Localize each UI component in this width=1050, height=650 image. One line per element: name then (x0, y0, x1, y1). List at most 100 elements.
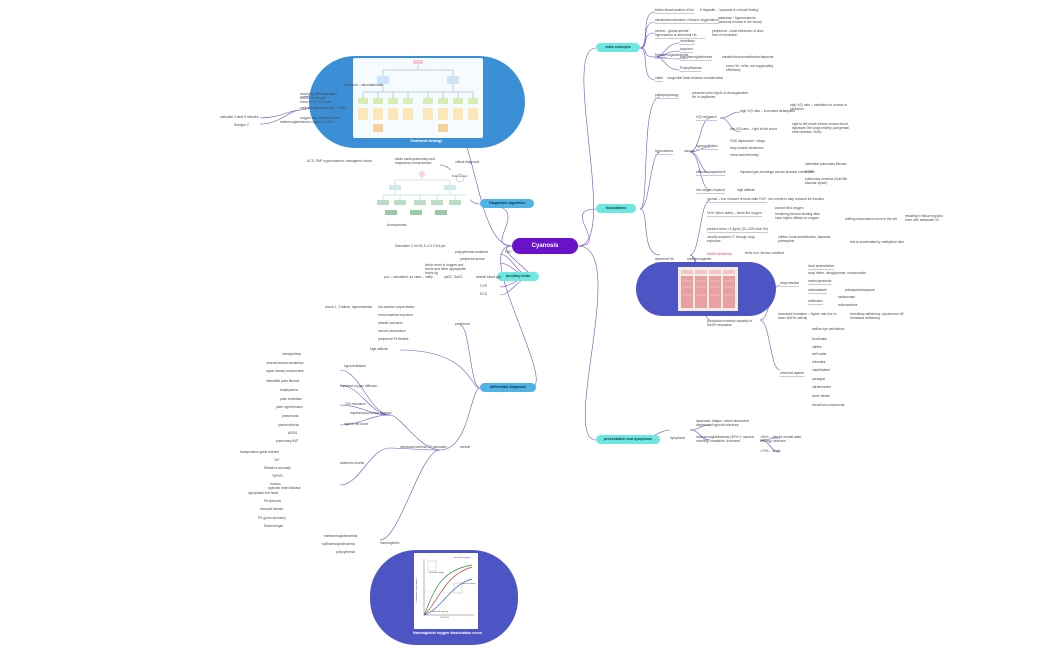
algorithm-drawing (377, 171, 465, 215)
methb-table-drawing (681, 270, 735, 308)
f-drug-d1: primaquine/dapsone (845, 288, 875, 292)
mc-l3: classification/location of tissue oxygen… (655, 18, 718, 25)
topic-differential-diagnosis[interactable]: differential diagnosis (480, 383, 536, 392)
f-m12: NADH deficiency (707, 252, 732, 256)
mc-l12: Polycythaemia (680, 66, 702, 73)
diagnostic-acs: ACS, PAP, hypovolaemia, cardiogenic shoc… (307, 159, 372, 163)
ancillary-cxr: CXR (480, 284, 487, 288)
diff-hypoventilation: hypoventilation (344, 364, 366, 368)
f-ch1: aniline dye derivatives (812, 327, 845, 331)
ancillary-fbc: FBC (505, 250, 512, 254)
f-ch7: paraquat (812, 377, 826, 381)
topic-diagnostic-algorithm[interactable]: Diagnostic algorithm (480, 199, 534, 208)
diff-anatomic: anatomic shunts (340, 461, 365, 465)
ancillary-pco: pco – calculated, so cane – notify (384, 275, 433, 279)
ancillary-saturation: Saturation 2:4:6 81.5–4 6 9 8.5 ptc (395, 244, 446, 248)
mc-l4: galactose / hyperoxaemia (absolute exces… (718, 16, 762, 24)
topic-presentation[interactable]: presentation and symptoms (596, 435, 660, 444)
treatment-strategy-title: Treatment strategy (410, 139, 443, 143)
f-d4: pulmonary oedema (fluid fills alveolar s… (805, 177, 847, 185)
f-m11: this is accelerated by methylene blue (850, 240, 905, 244)
p-s1: dyspnoea, fatigue, mixed discomfort depr… (696, 419, 749, 427)
p-s2: methaemoglobinaemia (30%+): nausea, vomi… (696, 435, 755, 443)
f-m7: resulting in tissue hypoxia even with ad… (905, 214, 943, 222)
f-hypoxaemia: hypoxaemia (655, 149, 673, 156)
f-lo1: high altitude (737, 188, 755, 192)
mc-l14: infant (655, 76, 664, 83)
ancillary-smear: peripheral smear (460, 257, 485, 261)
treatment-exposure: Exposure – decontaminate (344, 83, 384, 87)
f-diff: diffusion impairment (696, 170, 726, 177)
diff-d1: interstitial pulm fibrosis (266, 379, 300, 383)
topic-main-concepts[interactable]: main concepts (596, 43, 640, 52)
diff-g10: Eisenmenger (264, 524, 284, 528)
f-drug-f1: hereditary deficiency, cytochrome b5 red… (850, 312, 904, 320)
f-m14: production exceeds capacity of NADH redu… (707, 319, 753, 327)
hb-axis-x: PO2 (kPa) (440, 617, 450, 619)
hb-curve-title: Haemoglobin oxygen dissociation curve (413, 631, 482, 635)
algorithm-caption: Acrocyanosis (387, 223, 407, 227)
f-m8: present when >1.5g/dL (10–15% total Hb) (707, 227, 769, 234)
diff-g7: PA stenosis (264, 499, 281, 503)
diff-p4: arterial occlusion (378, 321, 403, 325)
mc-l13: more Hb / cells; not oxygenating effecti… (726, 64, 774, 72)
diff-g2: ToF (274, 458, 280, 462)
central-topic[interactable]: Cyanosis (512, 238, 578, 254)
diff-p1: low cardiac output states (378, 305, 415, 309)
f-ch2: food/water (812, 337, 828, 341)
f-low-o2: low oxygen inspired (696, 188, 725, 195)
f-ch5: chlorates (812, 360, 826, 364)
diff-g1: transposition great arteries (240, 450, 280, 454)
mc-l6: peripheral – local extraction of slow fl… (712, 29, 764, 37)
f-m10: nitrites, local anaesthetics, dapsone, p… (778, 235, 832, 243)
f-hypovent: hypoventilation (696, 144, 718, 151)
f-d2: interstitial pulmonary fibrosis (805, 162, 847, 166)
mc-l5: central – global arterial hypoxaemia or … (655, 29, 705, 39)
diff-g4: TAPVR (272, 474, 283, 478)
f-m1: normal – iron reduced ferrous state Fe2+ (707, 197, 767, 204)
f-drug-d: antimalarials (808, 288, 827, 295)
diff-s3: ARDS (288, 431, 298, 435)
treatment-subtype: Subtype 2 (234, 123, 249, 127)
ancillary-ecg: ECG (480, 292, 488, 296)
f-ch3: nitrites (812, 345, 822, 349)
mc-l7: Methaemoglobinaemia (655, 53, 689, 60)
ancillary-oxygen-levels: which ment of oxygen and levels and othe… (425, 263, 466, 275)
f-drug-f: increased formation – higher rate due to… (778, 312, 837, 320)
diff-peripheral: peripheral (455, 322, 470, 326)
diff-central: central (460, 445, 470, 449)
mc-l15: congenital heart disease consideration (667, 76, 724, 80)
hb-label-increased-affinity: increased affinity (429, 572, 444, 574)
f-drug-reaction: drug reaction (780, 281, 800, 288)
treatment-usino: Usino IV 2X 60 hours (300, 100, 332, 104)
treatment-methb-threshold: methemoglobinemia >4gpdl or >30% (280, 120, 334, 124)
diff-p6: peripheral Ps flexible (378, 337, 409, 341)
hb-label-increased-capacity: Increased capacity (454, 557, 471, 559)
f-d3: COPD (805, 170, 815, 174)
f-vq: V/Q mismatch (696, 115, 717, 122)
f-m9: usually acquired 2° through drug exposur… (707, 235, 755, 243)
hb-axis-y: % saturation of haemoglobin (416, 577, 418, 603)
mc-l11: nitrates/local anaesthetics/dapsone (722, 55, 774, 59)
f-drug-c: metoclopramide (808, 279, 832, 286)
diff-cyanotic-heart: cyanotic heart disease (268, 486, 301, 490)
f-m2: iron needs to stay reduced for function (768, 197, 825, 201)
topic-foundations[interactable]: foundations (596, 204, 636, 213)
mc-l1: bluish discolouration of the (655, 8, 695, 15)
f-vq3: high V/Q ratio = ventilation in excess o… (790, 103, 848, 111)
diagnostic-acute-compromise: acute cardiopulmonary and respiratory co… (395, 157, 435, 165)
hb-label-reduced-affinity: reduced affinity (462, 583, 476, 585)
topic-ancillary-tests[interactable]: Ancillary tests (497, 272, 539, 281)
hb-label-reduced-capacity: Reduced capacity (432, 611, 448, 613)
mc-l9: acquired (680, 47, 693, 54)
f-pathophys: pathophysiology (655, 93, 679, 100)
diff-d2: emphysema (280, 388, 298, 392)
treatment-oxygen-blue: oxygen and methylene blue (300, 116, 341, 120)
diff-g6: hypoplastic left heart (248, 491, 279, 495)
f-m6: shifting dissociation curve to the left (845, 217, 898, 221)
ancillary-abg: arterial blood gas (476, 275, 502, 279)
f-drug-e2: sulfonamides (838, 303, 858, 307)
f-hv1: CNS depression / drugs (730, 139, 766, 143)
diff-impaired-diffusion: impaired oxygen diffusion (340, 384, 378, 388)
